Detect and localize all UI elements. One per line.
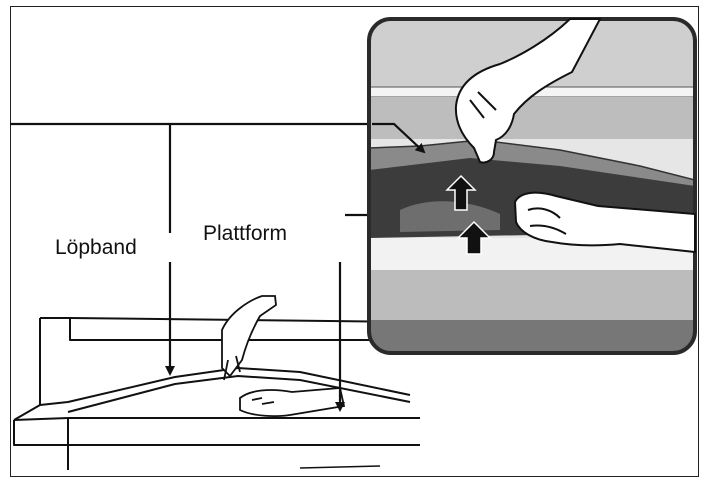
lift-arrows <box>445 174 492 255</box>
hand-under-belt <box>239 387 346 417</box>
inset-hand-top <box>454 18 602 164</box>
inset-belt-arrow <box>372 122 426 154</box>
closeup-inset <box>369 19 695 353</box>
belt-callout <box>10 122 372 376</box>
belt-label: Löpband <box>53 236 139 259</box>
inset-border <box>367 17 697 355</box>
hand-pinching-belt <box>221 295 277 381</box>
platform-label: Plattform <box>201 222 290 245</box>
treadmill-illustration <box>13 317 421 470</box>
inset-hand-right <box>513 191 696 254</box>
